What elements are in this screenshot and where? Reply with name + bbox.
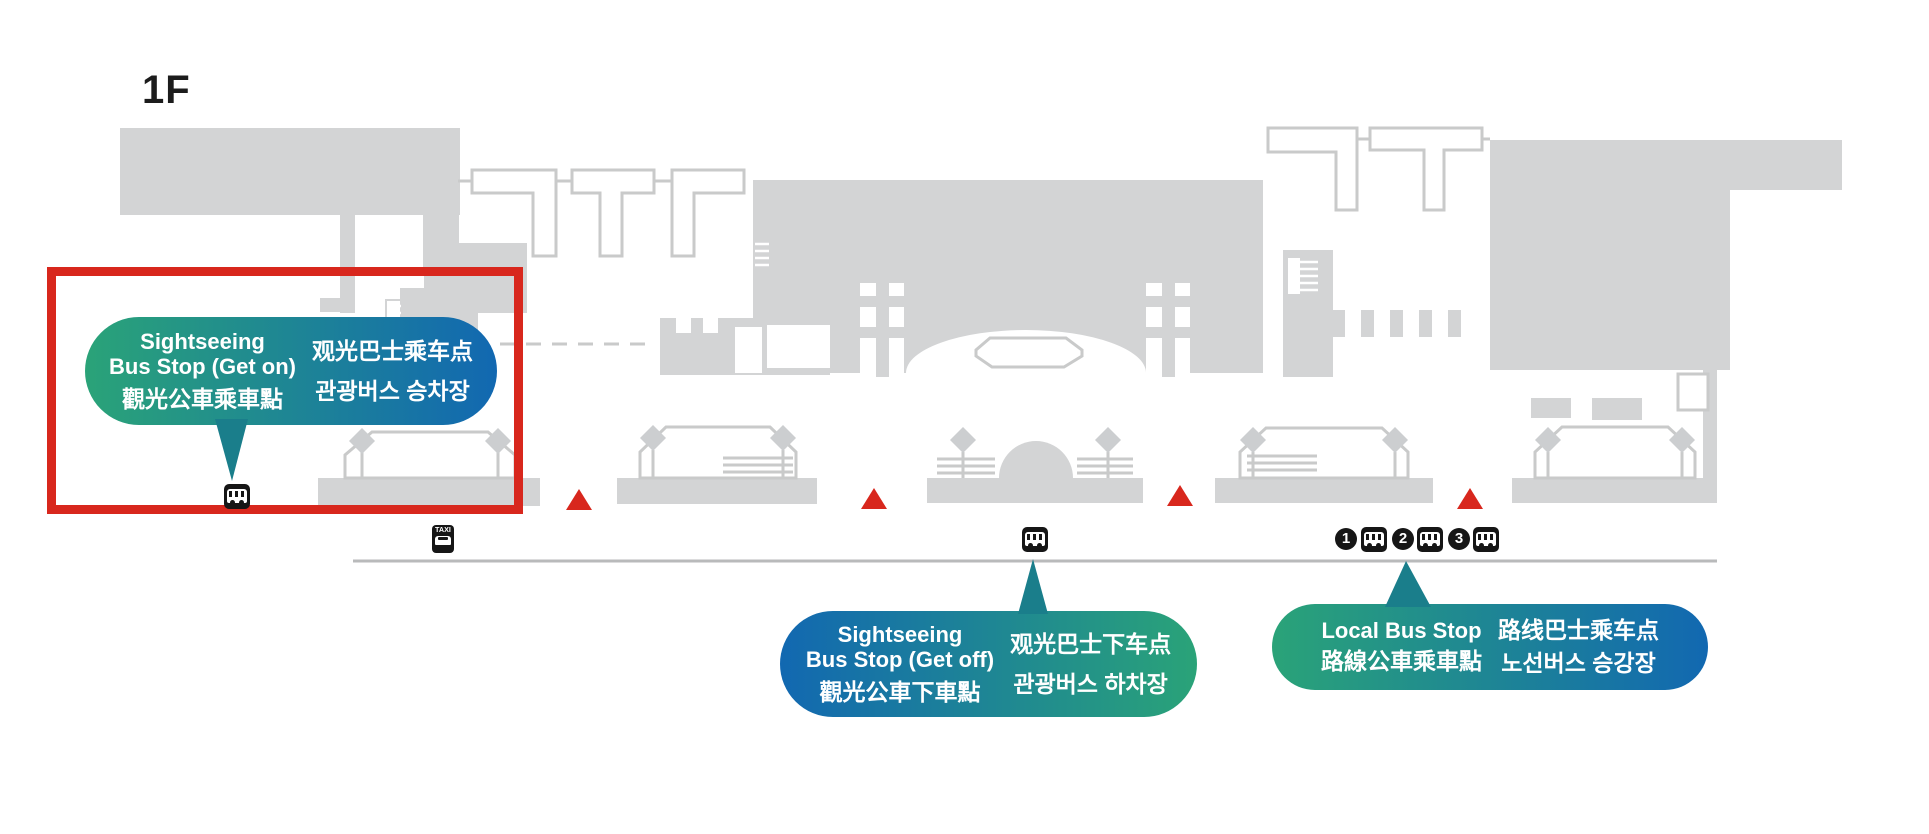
get-on-zh-hans: 观光巴士乘车点 [311, 337, 473, 364]
gate-outline-4 [1266, 126, 1359, 212]
local-zh-hans: 路线巴士乘车点 [1498, 617, 1659, 644]
get-off-en-line2: Bus Stop (Get off) [805, 647, 995, 673]
get-off-zh-hant: 觀光公車下車點 [819, 678, 981, 705]
get-on-highlight-box [47, 267, 523, 514]
local-zh-hant: 路線公車乘車點 [1321, 648, 1482, 675]
get-on-pointer-tail [215, 419, 248, 481]
kiosk-right-1 [1531, 398, 1571, 418]
bus-glyph [1364, 532, 1384, 548]
sightseeing-get-off-bubble: Sightseeing Bus Stop (Get off) 觀光公車下車點 观… [780, 559, 1197, 717]
crenel-notch-1 [676, 318, 691, 333]
taxi-car-glyph [435, 536, 451, 545]
canopy-4 [1238, 426, 1410, 480]
get-on-ko: 관광버스 승차장 [315, 377, 470, 404]
get-off-pointer-tail [1018, 559, 1048, 614]
local-ko: 노선버스 승강장 [1501, 650, 1656, 676]
local-bus-icon-1 [1361, 527, 1387, 552]
local-bus-stop-number-2: 2 [1392, 528, 1414, 550]
sightseeing-get-on-bus-icon [224, 484, 250, 509]
platform-base-5 [1512, 478, 1717, 503]
arch-octagon [974, 336, 1084, 369]
platform-base-3 [927, 478, 1143, 503]
local-bus-stop-number-3: 3 [1448, 528, 1470, 550]
kiosk-right-2 [1592, 398, 1642, 420]
central-room-cutout-1 [735, 327, 762, 373]
crenel-notch-2 [703, 318, 718, 333]
gate-outline-3 [670, 168, 746, 258]
local-bus-stop-bubble: Local Bus Stop 路線公車乘車點 路线巴士乘车点 노선버스 승강장 [1272, 561, 1708, 690]
crossing-triangle-3 [1167, 485, 1193, 506]
sightseeing-get-off-bus-icon [1022, 527, 1048, 552]
gate-outline-1 [470, 168, 558, 258]
bus-glyph [227, 489, 247, 505]
building-rightcenter-strip [1317, 300, 1333, 377]
platform-base-1 [318, 478, 540, 506]
canopy-diamonds [349, 425, 1695, 454]
slot-details [860, 283, 1190, 377]
central-room-cutout-2 [767, 325, 830, 368]
local-bus-stop-number-1: 1 [1335, 528, 1357, 550]
pillar-5 [1448, 310, 1461, 337]
local-bus-icon-2 [1417, 527, 1443, 552]
right-square-outline [1676, 372, 1710, 412]
bus-glyph [1476, 532, 1496, 548]
get-off-ko: 관광버스 하차장 [1013, 670, 1168, 697]
canopy-2 [638, 425, 798, 480]
corridor-left-foot [320, 298, 355, 312]
pillar-3 [1390, 310, 1403, 337]
pillar-4 [1419, 310, 1432, 337]
pillar-2 [1361, 310, 1374, 337]
building-right-block [1490, 140, 1730, 370]
building-right-top-bar [1730, 140, 1842, 190]
get-off-en-line1: Sightseeing [837, 621, 963, 647]
platform-base-4 [1215, 478, 1433, 503]
plan-lines [360, 137, 1684, 478]
crossing-triangle-4 [1457, 488, 1483, 509]
gate-outline-5 [1368, 126, 1484, 212]
canopy-5 [1533, 425, 1697, 480]
gate-outline-2 [570, 168, 656, 258]
plan-outlines [343, 126, 1710, 480]
platform-dome [999, 441, 1073, 478]
get-on-en-line1: Sightseeing [140, 328, 265, 354]
get-on-zh-hant: 觀光公車乘車點 [121, 385, 283, 412]
floor-label: 1F [142, 68, 191, 112]
local-bus-icon-3 [1473, 527, 1499, 552]
pillar-1 [1332, 310, 1345, 337]
building-topleft-block [120, 128, 460, 215]
platform-base-2 [617, 478, 817, 504]
crossing-triangle-2 [861, 488, 887, 509]
get-on-en-line2: Bus Stop (Get on) [109, 354, 296, 380]
stair-slot-rightcenter [1288, 258, 1300, 294]
bus-glyph [1025, 532, 1045, 548]
get-off-zh-hans: 观光巴士下车点 [1010, 630, 1172, 657]
corridor-left [340, 215, 355, 313]
taxi-label: TAXI [435, 525, 451, 534]
local-en: Local Bus Stop [1321, 617, 1482, 643]
taxi-stand-icon: TAXI [432, 525, 454, 553]
sightseeing-get-on-bubble: Sightseeing Bus Stop (Get on) 觀光公車乘車點 观光… [85, 317, 497, 481]
local-pointer-tail [1385, 561, 1431, 607]
bus-glyph [1420, 532, 1440, 548]
channel-rightcenter [1263, 230, 1280, 315]
crossing-triangle-1 [566, 489, 592, 510]
